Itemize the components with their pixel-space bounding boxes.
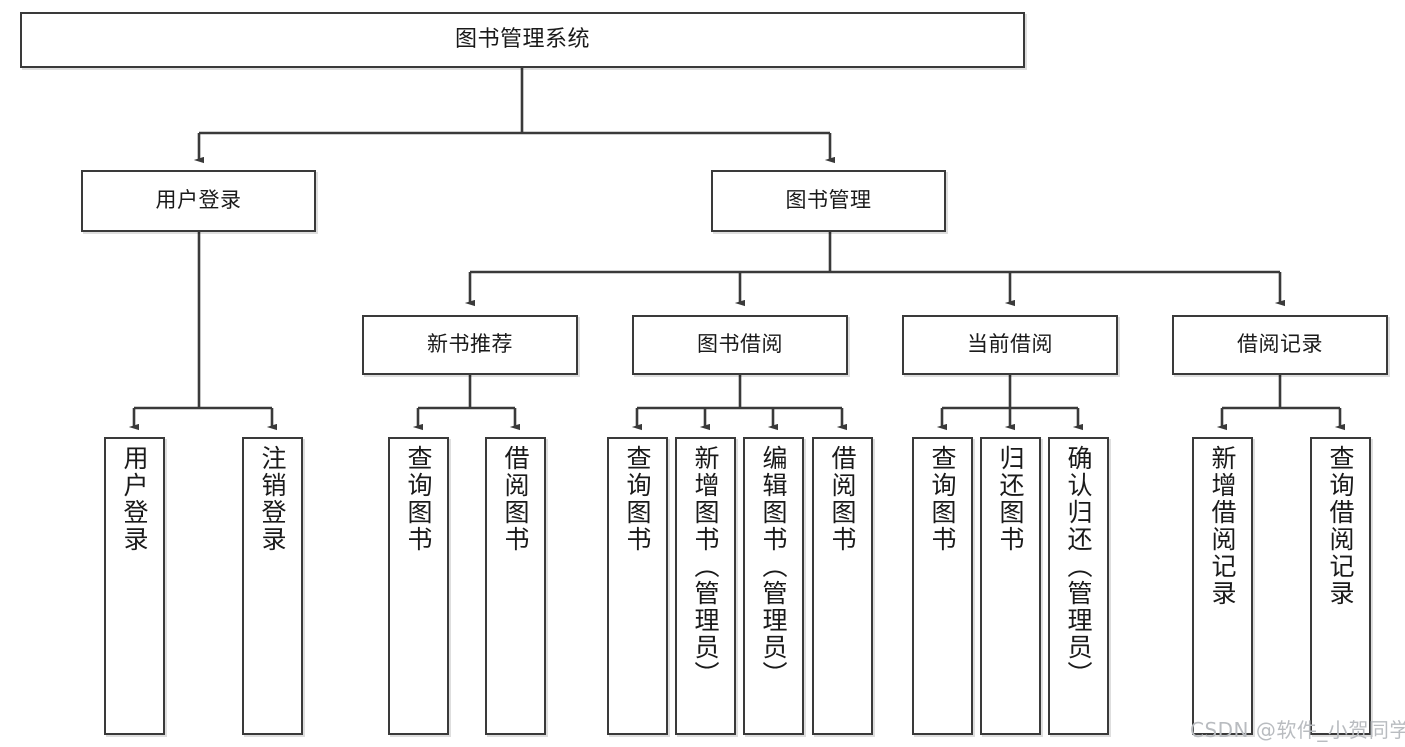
leaf-current-confirm-return-admin[interactable]: 确认归还（管理员） <box>1048 437 1109 735</box>
node-label: 图书借阅 <box>697 332 783 357</box>
leaf-user-login-login[interactable]: 用户登录 <box>104 437 165 735</box>
node-label: 借阅记录 <box>1237 332 1323 357</box>
leaf-new-book-borrow[interactable]: 借阅图书 <box>485 437 546 735</box>
node-label: 新增借阅记录 <box>1208 445 1237 607</box>
node-label: 归还图书 <box>996 445 1025 553</box>
leaf-user-login-logout[interactable]: 注销登录 <box>242 437 303 735</box>
leaf-new-book-query[interactable]: 查询图书 <box>388 437 449 735</box>
node-label: 确认归还（管理员） <box>1064 445 1093 688</box>
node-user-login[interactable]: 用户登录 <box>81 170 316 232</box>
leaf-borrow-add-book-admin[interactable]: 新增图书（管理员） <box>675 437 736 735</box>
node-label: 借阅图书 <box>501 445 530 553</box>
node-label: 用户登录 <box>120 445 149 553</box>
node-new-book-recommend[interactable]: 新书推荐 <box>362 315 578 375</box>
node-label: 新书推荐 <box>427 332 513 357</box>
node-label: 图书管理 <box>785 188 872 213</box>
node-label: 借阅图书 <box>828 445 857 553</box>
leaf-borrow-borrow-book[interactable]: 借阅图书 <box>812 437 873 735</box>
node-book-management[interactable]: 图书管理 <box>711 170 946 232</box>
csdn-watermark: CSDN @软件_小贺同学 <box>1190 718 1405 742</box>
leaf-record-query-borrow-record[interactable]: 查询借阅记录 <box>1310 437 1371 735</box>
node-label: 新增图书（管理员） <box>691 445 720 688</box>
leaf-current-query-book[interactable]: 查询图书 <box>912 437 973 735</box>
node-label: 编辑图书（管理员） <box>759 445 788 688</box>
node-label: 用户登录 <box>155 188 242 213</box>
node-label: 当前借阅 <box>967 332 1053 357</box>
node-root-system[interactable]: 图书管理系统 <box>20 12 1025 68</box>
leaf-record-add-borrow-record[interactable]: 新增借阅记录 <box>1192 437 1253 735</box>
node-label: 查询借阅记录 <box>1326 445 1355 607</box>
node-current-borrow[interactable]: 当前借阅 <box>902 315 1118 375</box>
leaf-borrow-edit-book-admin[interactable]: 编辑图书（管理员） <box>743 437 804 735</box>
node-label: 注销登录 <box>258 445 287 553</box>
node-label: 图书管理系统 <box>454 26 590 52</box>
node-book-borrow[interactable]: 图书借阅 <box>632 315 848 375</box>
node-label: 查询图书 <box>623 445 652 553</box>
leaf-borrow-query-book[interactable]: 查询图书 <box>607 437 668 735</box>
node-borrow-record[interactable]: 借阅记录 <box>1172 315 1388 375</box>
node-label: 查询图书 <box>928 445 957 553</box>
node-label: 查询图书 <box>404 445 433 553</box>
leaf-current-return-book[interactable]: 归还图书 <box>980 437 1041 735</box>
